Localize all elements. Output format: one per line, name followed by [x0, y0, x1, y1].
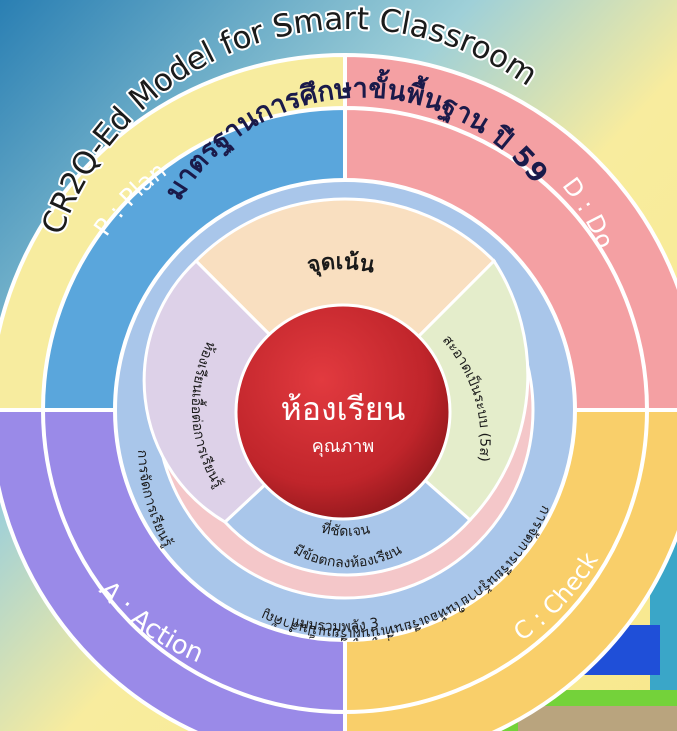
label-focus: จุดเน้น [305, 250, 377, 280]
center-subtitle: คุณภาพ [312, 436, 375, 457]
center-circle [234, 303, 452, 521]
center-title: ห้องเรียน [281, 390, 406, 428]
deco-photo-thumb [518, 706, 677, 731]
label-agreement-sub: ที่ชัดเจน [320, 519, 372, 540]
label-learning-bottom: แบบรวมพลัง 3 [290, 613, 380, 635]
